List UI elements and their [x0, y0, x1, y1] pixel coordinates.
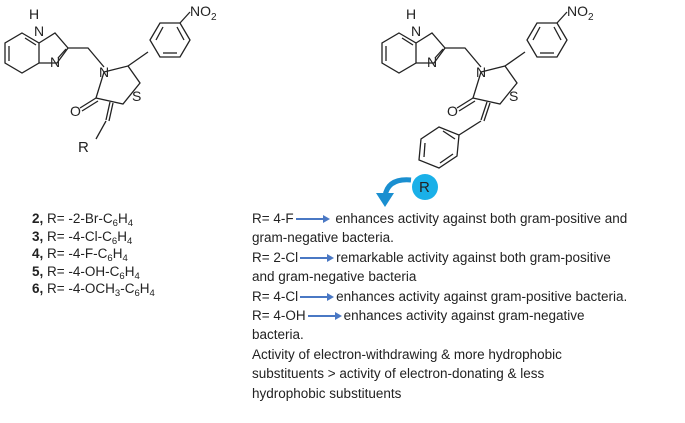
right-benzylidene-double-2 — [442, 130, 456, 140]
left-aryl-double-1 — [155, 26, 164, 41]
compound-item: 2, R= -2-Br-C6H4 — [32, 211, 133, 229]
compound-item: 3, R= -4-Cl-C6H4 — [32, 228, 133, 247]
right-aryl-link — [504, 51, 526, 67]
right-nh-n: N — [411, 23, 421, 39]
left-carbonyl-o: O — [70, 103, 81, 119]
left-aryl-link — [127, 51, 149, 67]
left-amide-n: N — [99, 64, 109, 80]
sar-summary-2: substituents > activity of electron-dona… — [252, 366, 545, 382]
right-benzene-double-bond-2 — [401, 37, 414, 46]
left-thiazolidinone-ring — [95, 65, 141, 105]
right-aryl-double-2 — [553, 26, 562, 41]
left-no2-bond — [179, 11, 191, 24]
left-nh-h: H — [29, 6, 39, 22]
left-carbonyl-double — [81, 100, 99, 112]
right-benzylidene-ring — [418, 126, 460, 169]
right-nh-h: H — [406, 6, 416, 22]
left-benzimidazole-benzene — [4, 32, 40, 74]
blue-arrow — [295, 214, 330, 224]
right-benzylidene-double-3 — [439, 153, 454, 164]
left-exocyclic-bond — [105, 101, 111, 121]
right-r-highlight — [412, 174, 438, 200]
left-r-group: R — [78, 139, 89, 156]
right-amide-n: N — [476, 64, 486, 80]
right-no2: NO2 — [567, 3, 594, 23]
left-exocyclic-double — [108, 102, 114, 122]
compound-item: 5, R= -4-OH-C6H4 — [32, 263, 140, 282]
left-benzene-double-bond-2 — [24, 37, 37, 46]
sar-line-4oh-cont: bacteria. — [252, 327, 304, 343]
right-benzylidene-double-1 — [423, 142, 426, 158]
right-benzimidazole-benzene — [381, 32, 417, 74]
left-molecule — [4, 11, 191, 140]
left-no2: NO2 — [190, 3, 217, 23]
left-nh-n: N — [34, 23, 44, 39]
blue-arrow — [307, 311, 342, 321]
left-ring-n: N — [50, 54, 60, 70]
sar-notes: R= 4-F enhances activity against both gr… — [252, 209, 682, 403]
left-imidazole-double-bond — [57, 48, 67, 59]
left-carbonyl — [79, 97, 97, 109]
compound-item: 6, R= -4-OCH3-C6H4 — [32, 281, 155, 300]
left-aryl-double-2 — [176, 26, 185, 41]
right-carbonyl-o: O — [447, 103, 458, 119]
sar-summary-3: hydrophobic substituents — [252, 385, 402, 401]
blue-arrow — [300, 292, 335, 302]
right-exocyclic-double — [483, 102, 491, 122]
left-ring-s: S — [132, 88, 141, 104]
left-ch2-linker — [68, 47, 105, 68]
compound-list: 2, R= -2-Br-C6H4 3, R= -4-Cl-C6H4 4, R= … — [32, 210, 155, 300]
sar-summary-1: Activity of electron-withdrawing & more … — [252, 346, 562, 362]
right-carbonyl — [456, 97, 474, 109]
right-ch2-linker — [445, 47, 482, 68]
right-r-group: R — [419, 179, 430, 196]
sar-line-4f: R= 4-F enhances activity against both gr… — [252, 211, 628, 226]
right-imidazole-double-bond — [434, 48, 444, 59]
curved-arrow-head — [376, 193, 394, 207]
right-no2-bond — [556, 11, 568, 24]
left-ch-r-bond — [95, 120, 107, 140]
right-ring-n: N — [427, 54, 437, 70]
right-thiazolidinone-ring — [472, 65, 518, 105]
sar-line-4f-cont: gram-negative bacteria. — [252, 230, 394, 246]
right-exocyclic-bond — [480, 101, 488, 121]
blue-arrow — [300, 253, 335, 263]
right-carbonyl-double — [458, 100, 476, 112]
right-ring-s: S — [509, 88, 518, 104]
right-molecule — [381, 11, 568, 169]
right-benzylidene-bond — [458, 120, 482, 136]
sar-line-2cl-cont: and gram-negative bacteria — [252, 269, 417, 285]
compound-item: 4, R= -4-F-C6H4 — [32, 246, 128, 265]
right-aryl-double-1 — [532, 26, 541, 41]
